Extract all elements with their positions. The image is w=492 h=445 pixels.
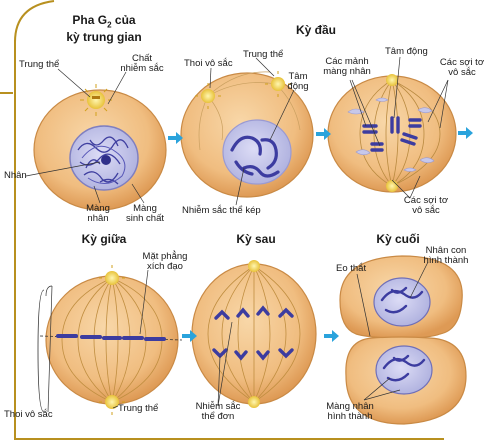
prometaphase-cell: [328, 74, 456, 192]
label-fibers-bottom: Các sợi tơ vô sắc: [398, 196, 454, 216]
telophase-nucleus-top: [374, 278, 430, 326]
label-g2-chromatin: Chất nhiễm sắc: [114, 54, 170, 74]
label-single-chromosome: Nhiễm sắc thể đơn: [190, 402, 246, 422]
label-metaphase-spindle: Thoi vô sắc: [4, 410, 53, 420]
label-g2-nucleolus: Nhân: [4, 171, 27, 181]
label-g2-chromatin-2: nhiễm sắc: [120, 63, 163, 74]
label-prophase-centrosome: Trung thể: [243, 50, 283, 60]
label-g2-nuclear-envelope-2: nhân: [87, 213, 108, 224]
arrow-3: [458, 127, 473, 139]
caption-g2-main: Pha G: [72, 13, 107, 27]
label-new-envelope: Màng nhân hình thành: [318, 402, 382, 422]
label-fibers-bottom-2: vô sắc: [412, 205, 439, 216]
label-g2-plasma-membrane: Màng sinh chất: [120, 204, 170, 224]
label-prophase-double-chromosome: Nhiễm sắc thể kép: [182, 206, 261, 216]
prometaphase-centrosome-bottom: [386, 180, 398, 192]
label-new-nucleus: Nhân con hình thành: [416, 246, 476, 266]
label-prophase-centromere: Tâm động: [284, 72, 312, 92]
label-new-nucleus-2: hình thành: [424, 255, 469, 266]
label-prometaphase-centromere: Tâm động: [385, 47, 428, 57]
arrow-5: [324, 330, 339, 342]
anaphase-centrosome-top: [248, 260, 260, 272]
caption-g2-line2: kỳ trung gian: [66, 30, 141, 44]
g2-nucleus: [70, 126, 138, 190]
telophase-nucleus-bottom: [376, 346, 432, 394]
g2-cell: [34, 84, 166, 210]
spindle-bracket: [38, 290, 44, 412]
nucleolus: [101, 155, 111, 165]
caption-anaphase: Kỳ sau: [226, 233, 286, 246]
label-fibers-top-2: vô sắc: [448, 67, 475, 78]
label-prophase-centromere-2: động: [287, 81, 308, 92]
label-g2-centrosome: Trung thể: [19, 60, 59, 70]
label-single-chromosome-2: thể đơn: [202, 411, 235, 422]
label-envelope-fragments-2: màng nhân: [323, 66, 371, 77]
label-envelope-fragments: Các mảnh màng nhân: [316, 57, 378, 77]
prometaphase-centrosome-top: [386, 74, 398, 86]
caption-g2-tail: của: [112, 13, 136, 27]
label-cleavage-furrow: Eo thắt: [336, 264, 366, 274]
prophase-nucleus: [223, 120, 291, 184]
caption-g2: Pha G2 của kỳ trung gian: [54, 14, 154, 44]
metaphase-cell: [40, 265, 182, 415]
caption-prophase: Kỳ đầu: [286, 24, 346, 37]
label-g2-plasma-membrane-2: sinh chất: [126, 213, 164, 224]
telophase-cell: [340, 256, 466, 424]
label-prophase-spindle: Thoi vô sắc: [184, 59, 233, 69]
label-g2-nuclear-envelope: Màng nhân: [80, 204, 116, 224]
label-new-envelope-2: hình thành: [328, 411, 373, 422]
caption-metaphase: Kỳ giữa: [74, 233, 134, 246]
anaphase-centrosome-bottom: [248, 396, 260, 408]
label-equatorial-plate: Mặt phẳng xích đạo: [136, 252, 194, 272]
anaphase-cell: [192, 260, 316, 408]
label-fibers-top: Các sợi tơ vô sắc: [434, 58, 490, 78]
label-equatorial-plate-2: xích đạo: [147, 261, 183, 272]
caption-telophase: Kỳ cuối: [368, 233, 428, 246]
label-metaphase-centrosome: Trung thể: [118, 404, 158, 414]
